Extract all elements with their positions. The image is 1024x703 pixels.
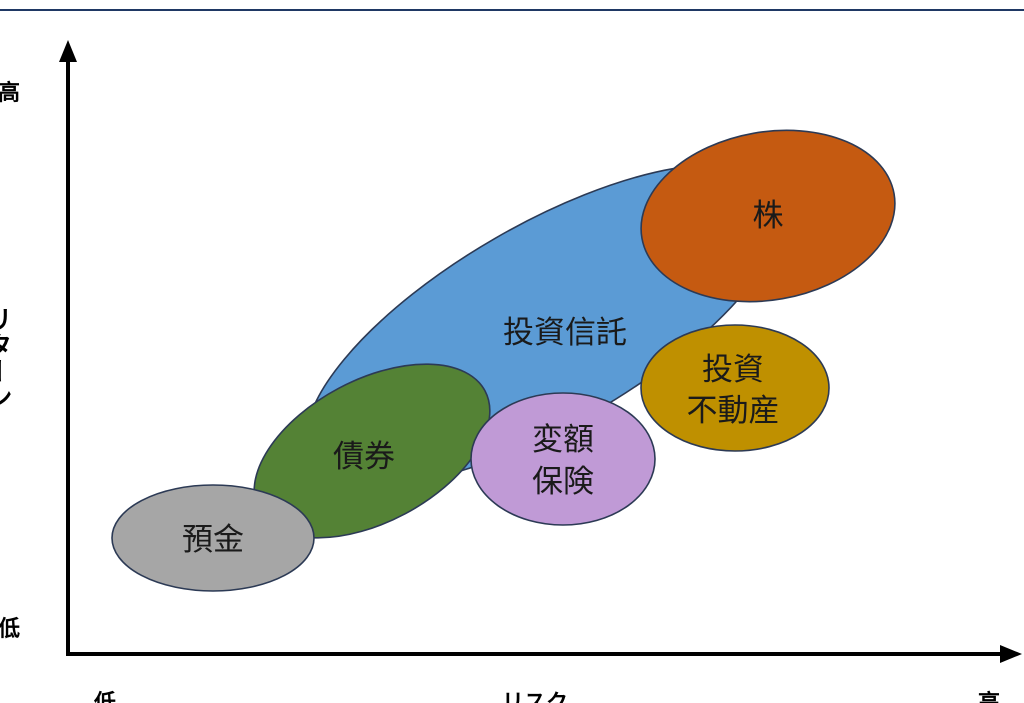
blob-reit (640, 324, 830, 452)
x-axis-title: リスク (502, 691, 568, 703)
blob-variable-insurance (470, 392, 656, 526)
label-reit-line2: 不動産 (687, 393, 780, 429)
label-reit-line1: 投資 (702, 352, 764, 388)
label-deposits: 預金 (182, 522, 244, 558)
y-axis-title: リターン (0, 306, 12, 410)
label-investment-trust: 投資信託 (503, 315, 627, 351)
x-axis-arrow (1000, 645, 1022, 663)
y-axis-high-label: 高 (0, 80, 20, 106)
x-axis-high-label: 高 (978, 690, 1000, 703)
label-bonds: 債券 (333, 439, 395, 475)
blob-stocks (640, 129, 896, 303)
label-variable-insurance-line2: 保険 (532, 464, 594, 500)
blob-deposits (111, 484, 315, 592)
y-axis-low-label: 低 (0, 617, 20, 642)
label-variable-insurance-line1: 変額 (532, 422, 594, 458)
label-stocks: 株 (753, 198, 784, 234)
y-axis-arrow (59, 40, 77, 62)
x-axis-low-label: 低 (93, 691, 116, 703)
